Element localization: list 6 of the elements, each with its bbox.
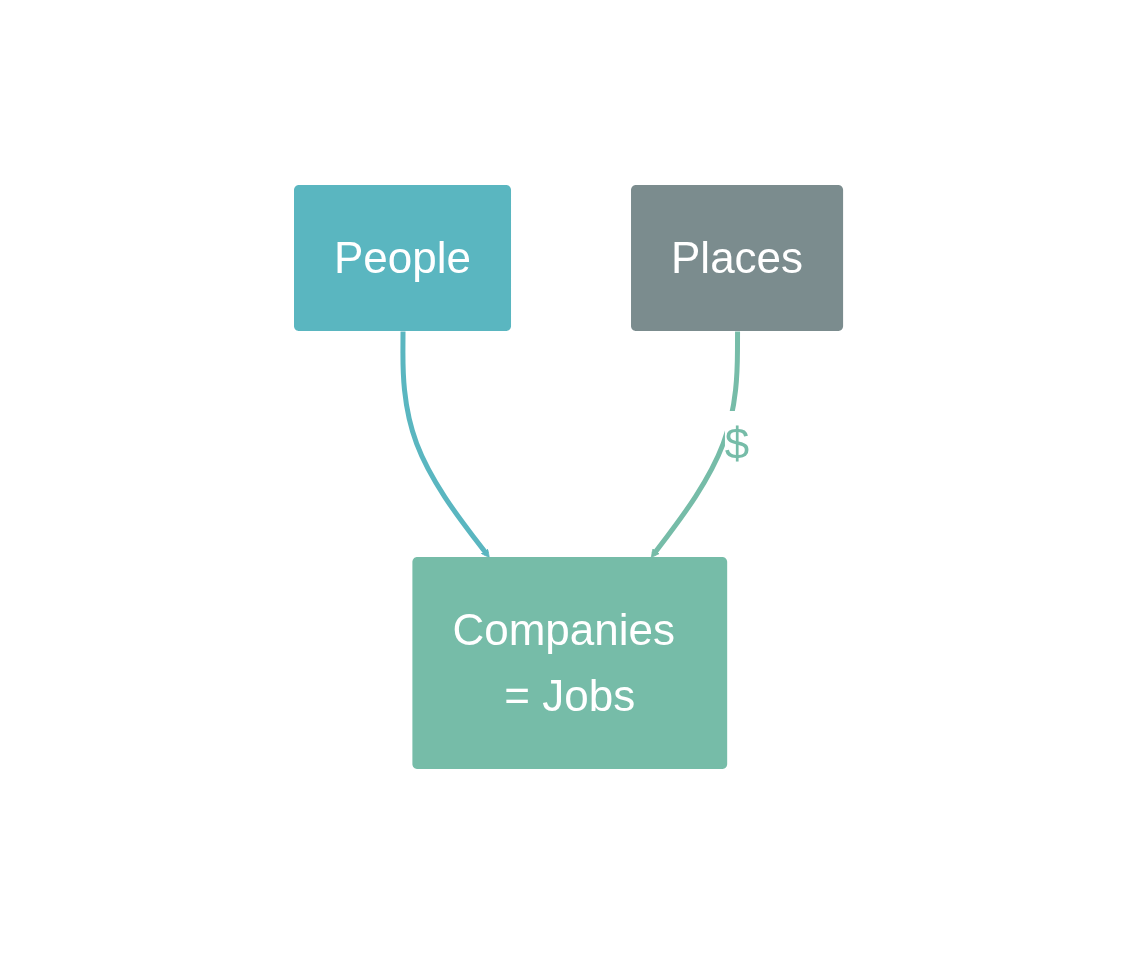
node-box: People bbox=[294, 185, 512, 331]
arrow bbox=[651, 331, 741, 558]
arrow bbox=[400, 331, 491, 558]
edge-label: $ bbox=[725, 419, 750, 468]
node-box: Companies = Jobs bbox=[412, 557, 728, 769]
node-box: Places bbox=[631, 185, 844, 331]
